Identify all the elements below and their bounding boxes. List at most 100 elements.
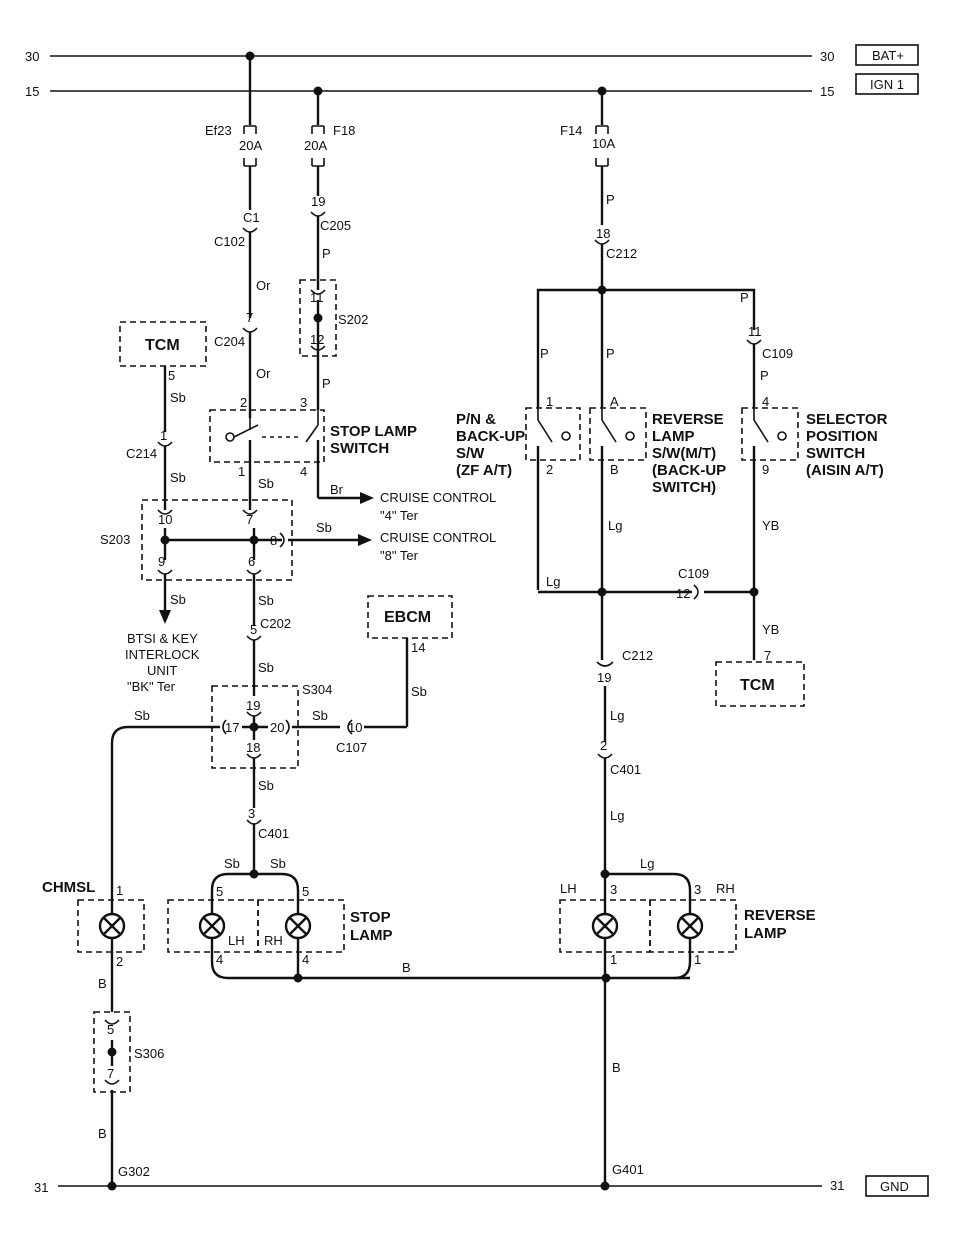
f14-branch: 18 C212 P P P 11 C109 P (536, 226, 793, 408)
sel-pin-9: 9 (762, 462, 769, 477)
tcm-left-pin: 5 (168, 368, 175, 383)
wire-b-bus: B (402, 960, 411, 975)
wire-lg-rev: Lg (608, 518, 622, 533)
splice-s203: 10 7 8 9 6 S203 Sb CRUISE CONTROL "8" Te… (100, 499, 496, 581)
rev-switch-label-2: LAMP (652, 428, 695, 445)
s202-label: S202 (338, 312, 368, 327)
rev-pin-b: B (610, 462, 619, 477)
sel-pin-4: 4 (762, 394, 769, 409)
wire-sb-c202-down: Sb (258, 660, 274, 675)
wire-p-sw2: P (606, 346, 615, 361)
chmsl-pin-2: 2 (116, 954, 123, 969)
wire-sb-ebcm: Sb (411, 684, 427, 699)
f14-rating: 10A (592, 136, 615, 151)
rev-pin-1b: 1 (694, 952, 701, 967)
rev-pin-1a: 1 (610, 952, 617, 967)
wire-p-sel: P (760, 368, 769, 383)
wire-lg-c401: Lg (610, 808, 624, 823)
s203-pin-7: 7 (246, 512, 253, 527)
stop-lamp-label-2: LAMP (350, 927, 393, 944)
switch-pin-1: 1 (238, 464, 245, 479)
sel-label-1: SELECTOR (806, 411, 888, 428)
wire-sb-s304-down: Sb (258, 778, 274, 793)
rev-switch-label-3: S/W(M/T) (652, 445, 716, 462)
stop-rh-bulb-icon (284, 912, 312, 940)
gnd-label: GND (880, 1179, 909, 1194)
ebcm: EBCM 14 Sb 10 C107 (336, 595, 453, 755)
pn-label-3: S/W (456, 445, 485, 462)
g302-label: G302 (118, 1164, 150, 1179)
wire-p-s202: P (322, 376, 331, 391)
c204-label: C204 (214, 334, 245, 349)
f18-name: F18 (333, 123, 355, 138)
ground-bus: B (210, 960, 690, 983)
ebcm-label: EBCM (384, 609, 431, 626)
f14-name: F14 (560, 123, 582, 138)
tcm-left: TCM 5 Sb 1 C214 Sb (119, 321, 207, 510)
rev-switch-label-1: REVERSE (652, 411, 724, 428)
rail-30-right-label: 30 (820, 49, 834, 64)
wire-sb-tcm: Sb (170, 390, 186, 405)
c102-label: C102 (214, 234, 245, 249)
ign1-label: IGN 1 (870, 77, 904, 92)
wire-br: Br (330, 482, 344, 497)
c204-pin: 7 (246, 310, 253, 325)
c109-mid-label: C109 (678, 566, 709, 581)
rail-31: 31 31 GND (34, 1175, 929, 1197)
rail-31-right-label: 31 (830, 1178, 844, 1193)
wire-sb-lh: Sb (224, 856, 240, 871)
c202-label: C202 (260, 616, 291, 631)
cruise-4-label-1: CRUISE CONTROL (380, 490, 496, 505)
ef23-rating: 20A (239, 138, 262, 153)
pn-pin-1: 1 (546, 394, 553, 409)
s203-pin-10: 10 (158, 512, 172, 527)
s306-pin-5: 5 (107, 1022, 114, 1037)
c212-top-pin: 18 (596, 226, 610, 241)
wire-sb-c214: Sb (170, 470, 186, 485)
s203-pin-6: 6 (248, 554, 255, 569)
f18-rating: 20A (304, 138, 327, 153)
c109-top-label: C109 (762, 346, 793, 361)
pn-pin-2: 2 (546, 462, 553, 477)
cruise-8-label-2: "8" Ter (380, 548, 419, 563)
s203-pin-9: 9 (158, 554, 165, 569)
wire-yb-1: YB (762, 518, 779, 533)
chmsl-pin-1: 1 (116, 883, 123, 898)
s304-pin-19: 19 (246, 698, 260, 713)
rev-pin-a: A (610, 394, 619, 409)
fuse-f14: F14 10A P (560, 91, 615, 225)
stop-lamps: 5 5 LH RH 4 4 STOP LAMP (167, 884, 393, 978)
rail-15-right-label: 15 (820, 84, 834, 99)
wire-p-sw1: P (540, 346, 549, 361)
c212-mid-pin: 19 (597, 670, 611, 685)
c109-mid-pin: 12 (676, 586, 690, 601)
wire-lg-c212: Lg (610, 708, 624, 723)
sel-label-3: SWITCH (806, 445, 865, 462)
btsi-arrow: Sb BTSI & KEY INTERLOCK UNIT "BK" Ter (125, 574, 200, 694)
wire-sb-switch: Sb (258, 476, 274, 491)
c401-left-label: C401 (258, 826, 289, 841)
f18-branch: 19 C205 P 11 12 S202 P (299, 194, 368, 410)
s304-pin-18: 18 (246, 740, 260, 755)
rev-lamp-label-2: LAMP (744, 925, 787, 942)
c1-pin: C1 (243, 210, 260, 225)
btsi-label-1: BTSI & KEY (127, 631, 198, 646)
stop-pin-5b: 5 (302, 884, 309, 899)
sel-label-4: (AISIN A/T) (806, 462, 884, 479)
stop-pin-4a: 4 (216, 952, 223, 967)
rev-pin-3b: 3 (694, 882, 701, 897)
c214-label: C214 (126, 446, 157, 461)
tcm-right: 7 TCM (715, 648, 805, 707)
stop-switch-label-2: SWITCH (330, 440, 389, 457)
lg-bus: Lg 12 C109 YB (538, 566, 779, 660)
splice-s306: 5 7 S306 B G302 (93, 1011, 164, 1191)
wire-or-2: Or (256, 366, 271, 381)
tcm-left-label: TCM (145, 337, 180, 354)
rail-30: 30 30 BAT+ (25, 44, 919, 66)
s304-pin-20: 20 (270, 720, 284, 735)
chmsl-feed: Sb (110, 708, 220, 888)
bat-plus-label: BAT+ (872, 48, 904, 63)
pn-label-1: P/N & (456, 411, 496, 428)
